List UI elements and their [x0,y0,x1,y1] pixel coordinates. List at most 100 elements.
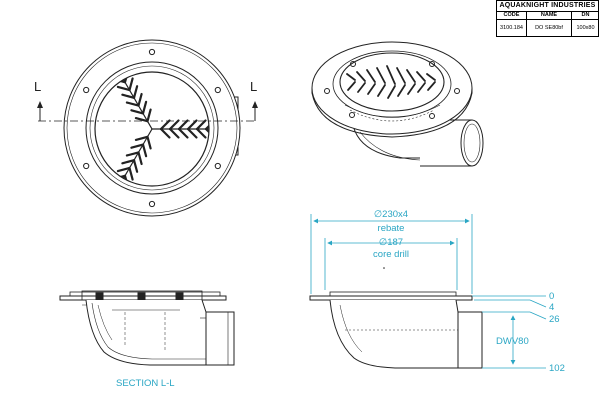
rebate-value: ∅230x4 [374,209,408,220]
dimension-lines [310,214,547,369]
level-102: 102 [549,363,565,374]
iso-slot [346,73,356,81]
grate-slot [195,127,207,139]
core-drill-value: ∅187 [379,237,403,248]
grate-slot [159,119,171,131]
iso-slot [426,73,436,81]
grate-slot [132,85,139,99]
grate-slot [168,127,180,139]
section-body [85,299,229,366]
title-block-company: AQUAKNIGHT INDUSTRIES [497,1,598,12]
grate-slot [134,135,149,142]
plan-rebate-circle [85,61,219,195]
iso-slot [367,83,376,95]
iso-slot [396,67,406,84]
grate-slot [128,166,134,181]
grate-slot [146,135,152,150]
grate-slot [130,109,145,115]
grate-slot [116,85,131,92]
iso-slot [416,71,426,82]
section-caption: SECTION L-L [116,378,175,389]
iso-slot [356,71,366,82]
flange-screw [214,86,221,94]
iso-flange [311,41,473,135]
iso-slot [347,81,356,91]
grate-slot [116,166,131,173]
iso-slot [417,82,426,93]
flange-screw [214,162,221,170]
title-block-header-row: CODE NAME DN [497,12,598,20]
core-drill-label: core drill [373,249,409,260]
iso-slot [406,69,416,83]
grate-slot [168,119,180,131]
grate-slot [137,151,143,166]
value-code: 3100.184 [497,20,527,37]
iso-slot [387,85,396,99]
title-block: AQUAKNIGHT INDUSTRIES CODE NAME DN 3100.… [496,0,599,37]
grate-slot [121,93,136,99]
elevation-flange [309,295,473,301]
iso-slot [386,65,396,85]
level-4: 4 [549,302,554,313]
section-line: L L [34,79,258,122]
value-name: DO SE80bf [527,20,572,37]
grate-slot [141,100,148,115]
grate-slot [130,143,145,149]
grate-slot [159,127,171,139]
grate-slot [125,101,140,107]
iso-slot [377,84,386,97]
iso-slot [357,82,366,93]
header-name: NAME [527,12,572,19]
grate-slot [177,127,189,139]
value-dn: 100x80 [576,25,595,31]
iso-grate-slots [346,65,436,99]
section-marker-right: L [250,79,257,94]
plan-view [63,39,241,217]
isometric-view [311,41,484,167]
outlet-size-label: DWV80 [496,336,529,347]
grate-slot [137,92,143,107]
grate-slot [195,119,207,131]
flange-screw [83,162,90,170]
grate-spine [122,128,153,180]
grate-slot [125,151,140,157]
level-26: 26 [549,314,560,325]
flange-screw [83,86,90,94]
grate-slot [186,127,198,139]
plan-screws [83,48,221,208]
iso-slot [366,69,376,83]
grate-spine [122,78,153,130]
elevation-body [329,299,479,369]
level-0: 0 [549,291,554,302]
grate-slot [128,77,134,92]
iso-slot [397,84,406,97]
flange-screw [148,200,156,208]
header-code: CODE [497,12,527,19]
iso-slot [427,81,436,91]
grate-slot [204,127,209,139]
iso-slot [376,67,386,84]
grate-slot [121,159,136,165]
title-block-value-row: 3100.184 DO SE80bf 100x80 [497,20,598,37]
grate-slot [204,119,209,131]
grate-slot [132,159,139,173]
grate-slot [146,108,152,123]
plan-grate-slots [112,72,209,186]
section-marker-left: L [34,79,41,94]
dimension-labels: ∅230x4 rebate ∅187 core drill 0 4 26 DWV… [373,209,565,374]
section-outlet [205,311,235,366]
flange-screw [148,48,156,56]
elevation-view [309,291,483,369]
grate-slot [141,143,148,158]
section-view [59,290,235,366]
rebate-label: rebate [378,223,405,234]
header-dn: DN [581,12,590,18]
grate-slot [177,119,189,131]
grate-slot [186,119,198,131]
iso-slot [407,83,416,95]
plan-flange-inner [66,42,238,214]
elevation-outlet [457,311,483,369]
iso-grate [339,52,445,112]
